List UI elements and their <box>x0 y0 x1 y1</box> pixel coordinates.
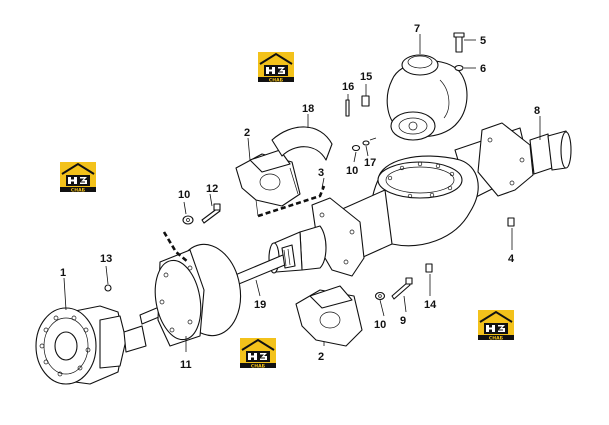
callout-5: 5 <box>480 35 486 47</box>
callout-6: 6 <box>480 63 486 75</box>
callout-2-lower: 2 <box>318 351 324 363</box>
callout-14: 14 <box>424 299 437 311</box>
small-parts <box>104 32 515 301</box>
callout-2-upper: 2 <box>244 127 250 139</box>
leader-lines <box>63 34 541 352</box>
oil-line-dashed <box>162 185 326 263</box>
callout-8: 8 <box>534 105 540 117</box>
callout-15: 15 <box>360 71 372 83</box>
watermark-logo-4: СНАБ <box>477 309 515 341</box>
callout-1: 1 <box>60 267 66 279</box>
callout-19: 19 <box>254 299 266 311</box>
callout-labels: 1 2 2 3 4 5 6 7 8 9 10 10 10 11 12 13 14… <box>60 23 540 371</box>
callout-4: 4 <box>508 253 515 265</box>
callout-10-left: 10 <box>178 189 190 201</box>
callout-10-top: 10 <box>346 165 358 177</box>
watermark-logo-1: СНАБ <box>257 51 295 83</box>
brake-cover <box>271 126 333 161</box>
watermark-logo-3: СНАБ <box>239 337 277 369</box>
brake-caliper-upper <box>235 149 301 207</box>
watermark-logo-2: СНАБ <box>59 161 97 193</box>
brake-caliper-lower <box>295 285 363 347</box>
callout-17: 17 <box>364 157 376 169</box>
callout-3: 3 <box>318 167 324 179</box>
callout-16: 16 <box>342 81 354 93</box>
watermark-word: СНАБ <box>489 335 504 341</box>
callout-12: 12 <box>206 183 218 195</box>
callout-11: 11 <box>180 359 192 371</box>
watermark-word: СНАБ <box>269 77 284 83</box>
callout-13: 13 <box>100 253 112 265</box>
callout-10-lower: 10 <box>374 319 386 331</box>
brake-disc <box>154 243 242 347</box>
axle-housing <box>268 122 572 277</box>
differential-carrier <box>386 54 468 141</box>
callout-7: 7 <box>414 23 420 35</box>
callout-18: 18 <box>302 103 314 115</box>
callout-9: 9 <box>400 315 406 327</box>
watermark-word: СНАБ <box>71 187 86 193</box>
wheel-hub <box>35 305 147 385</box>
watermark-word: СНАБ <box>251 363 266 369</box>
